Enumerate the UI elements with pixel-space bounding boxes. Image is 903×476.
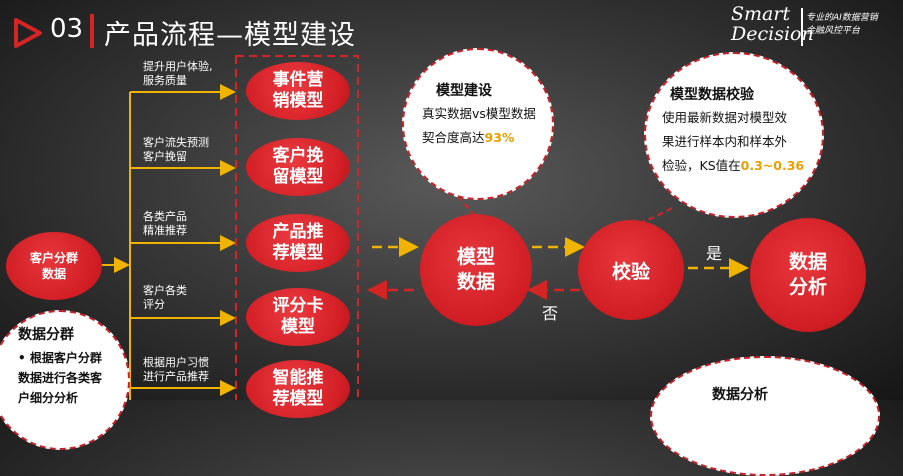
connector-lines: [100, 55, 749, 400]
page-title: 产品流程—模型建设: [104, 20, 356, 51]
validate-bubble: 模型数据校验 使用最新数据对模型效 果进行样本内和样本外 检验，KS值在0.3~…: [644, 52, 824, 218]
validate-ks-range: 0.3~0.36: [740, 158, 805, 173]
segment-bubble-line1: • 根据客户分群: [18, 351, 102, 365]
no-label: 否: [542, 304, 559, 323]
model-build-title: 模型建设: [436, 83, 492, 99]
validate-bubble-title: 模型数据校验: [670, 87, 754, 103]
model-build-accuracy: 93%: [484, 130, 515, 145]
logo-sub-line2: 金融风控平台: [806, 26, 861, 36]
branch-label-4: 客户各类 评分: [143, 284, 187, 311]
branch-label-5: 根据用户习惯 进行产品推荐: [143, 356, 209, 383]
segment-bubble-line3: 户细分分析: [18, 391, 79, 405]
analysis-circle: 数据 分析: [750, 218, 866, 332]
validate-line1: 使用最新数据对模型效: [662, 110, 788, 125]
branch-label-3: 各类产品 精准推荐: [143, 210, 187, 237]
logo-subtitle: 专业的AI数据营销 金融风控平台: [806, 12, 878, 38]
model-build-line2: 契合度高达93%: [422, 126, 552, 150]
logo-divider: [801, 8, 803, 46]
validate-line2: 果进行样本内和样本外: [662, 134, 788, 149]
model-build-bubble: 模型建设 真实数据vs模型数据 契合度高达93%: [402, 48, 554, 200]
play-triangle-icon: [14, 18, 42, 48]
customer-retention-model: 客户挽 留模型: [246, 138, 350, 196]
branch-label-1: 提升用户体验, 服务质量: [143, 60, 213, 87]
logo-sub-line1: 专业的AI数据营销: [806, 13, 878, 23]
segment-bubble: 数据分群 • 根据客户分群 数据进行各类客 户细分分析: [0, 310, 130, 450]
scorecard-model: 评分卡 模型: [246, 288, 350, 346]
title-accent-bar: [90, 14, 94, 48]
model-build-line1: 真实数据vs模型数据: [422, 106, 536, 121]
slide-number: 03: [50, 14, 84, 44]
segment-bubble-title: 数据分群: [18, 327, 74, 343]
yes-label: 是: [706, 244, 723, 263]
branch-label-2: 客户流失预测 客户挽留: [143, 136, 209, 163]
model-data-circle: 模型 数据: [420, 214, 532, 326]
model-build-line2-prefix: 契合度高达: [422, 130, 485, 145]
logo: Smart Decision: [731, 4, 814, 44]
validate-circle: 校验: [578, 220, 684, 320]
logo-line1: Smart: [731, 3, 791, 25]
validate-line3-prefix: 检验，KS值在: [662, 158, 741, 173]
smart-recommend-model: 智能推 荐模型: [246, 360, 350, 418]
segment-bubble-line2: 数据进行各类客: [18, 371, 103, 385]
product-recommend-model: 产品推 荐模型: [246, 214, 350, 272]
analysis-bubble-title: 数据分析: [712, 387, 768, 403]
analysis-bubble: 数据分析: [650, 356, 880, 476]
event-marketing-model: 事件营 销模型: [246, 62, 350, 120]
logo-line2: Decision: [731, 23, 814, 45]
models-dashed-box: [235, 55, 359, 400]
validate-line3: 检验，KS值在0.3~0.36: [662, 154, 822, 178]
segment-data-circle: 客户分群 数据: [6, 232, 102, 300]
